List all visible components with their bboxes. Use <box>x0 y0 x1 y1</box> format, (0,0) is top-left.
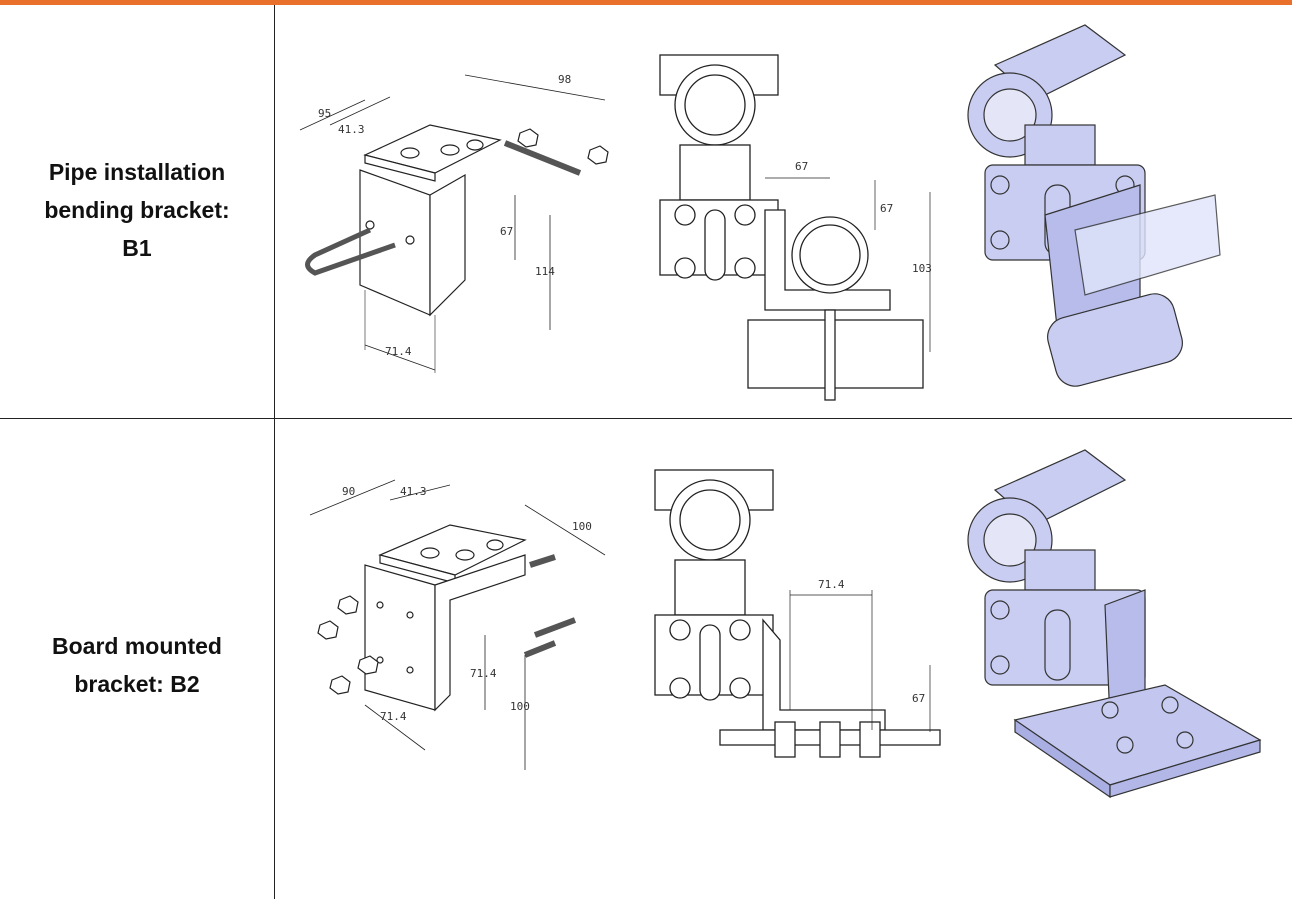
b2-3d-render <box>967 449 1262 799</box>
dim-b1-71-4: 71.4 <box>385 345 412 358</box>
dim-b2-side-71-4: 71.4 <box>818 578 845 591</box>
row-1-label-line-2: bending bracket: <box>44 197 230 223</box>
row-1-label: Pipe installation bending bracket: B1 <box>0 153 274 267</box>
dim-b1-side-67-vertical: 67 <box>880 202 893 215</box>
row-1-label-line-1: Pipe installation <box>48 159 226 185</box>
b1-isometric-drawing: 95 41.3 98 67 114 71.4 <box>299 73 609 373</box>
column-divider <box>274 5 275 899</box>
dim-b2-side-67: 67 <box>912 692 925 705</box>
row-2-label-line-2: bracket: B2 <box>74 671 200 697</box>
dim-b1-98: 98 <box>558 73 571 86</box>
b1-3d-render <box>967 24 1221 387</box>
row-2-label: Board mounted bracket: B2 <box>0 627 274 703</box>
row-2-label-line-1: Board mounted <box>52 633 222 659</box>
row-divider <box>0 418 1292 419</box>
dim-b2-100-vertical: 100 <box>510 700 530 713</box>
b2-isometric-drawing: 90 41.3 100 71.4 100 71.4 <box>309 479 606 770</box>
dim-b2-71-4: 71.4 <box>380 710 407 723</box>
row-1-label-line-3: B1 <box>122 235 152 261</box>
dim-b1-95: 95 <box>318 107 331 120</box>
dim-b1-side-103: 103 <box>912 262 932 275</box>
dim-b1-41-3: 41.3 <box>338 123 365 136</box>
b1-side-view-drawing: 67 67 103 <box>659 54 932 401</box>
dim-b1-67: 67 <box>500 225 513 238</box>
dim-b2-41-3: 41.3 <box>400 485 427 498</box>
header-accent-bar <box>0 0 1292 5</box>
dim-b1-side-67: 67 <box>795 160 808 173</box>
b2-side-view-drawing: 71.4 67 <box>654 469 941 758</box>
dim-b2-100-top: 100 <box>572 520 592 533</box>
dim-b2-71-4-vertical: 71.4 <box>470 667 497 680</box>
dim-b2-90: 90 <box>342 485 355 498</box>
dim-b1-114: 114 <box>535 265 555 278</box>
